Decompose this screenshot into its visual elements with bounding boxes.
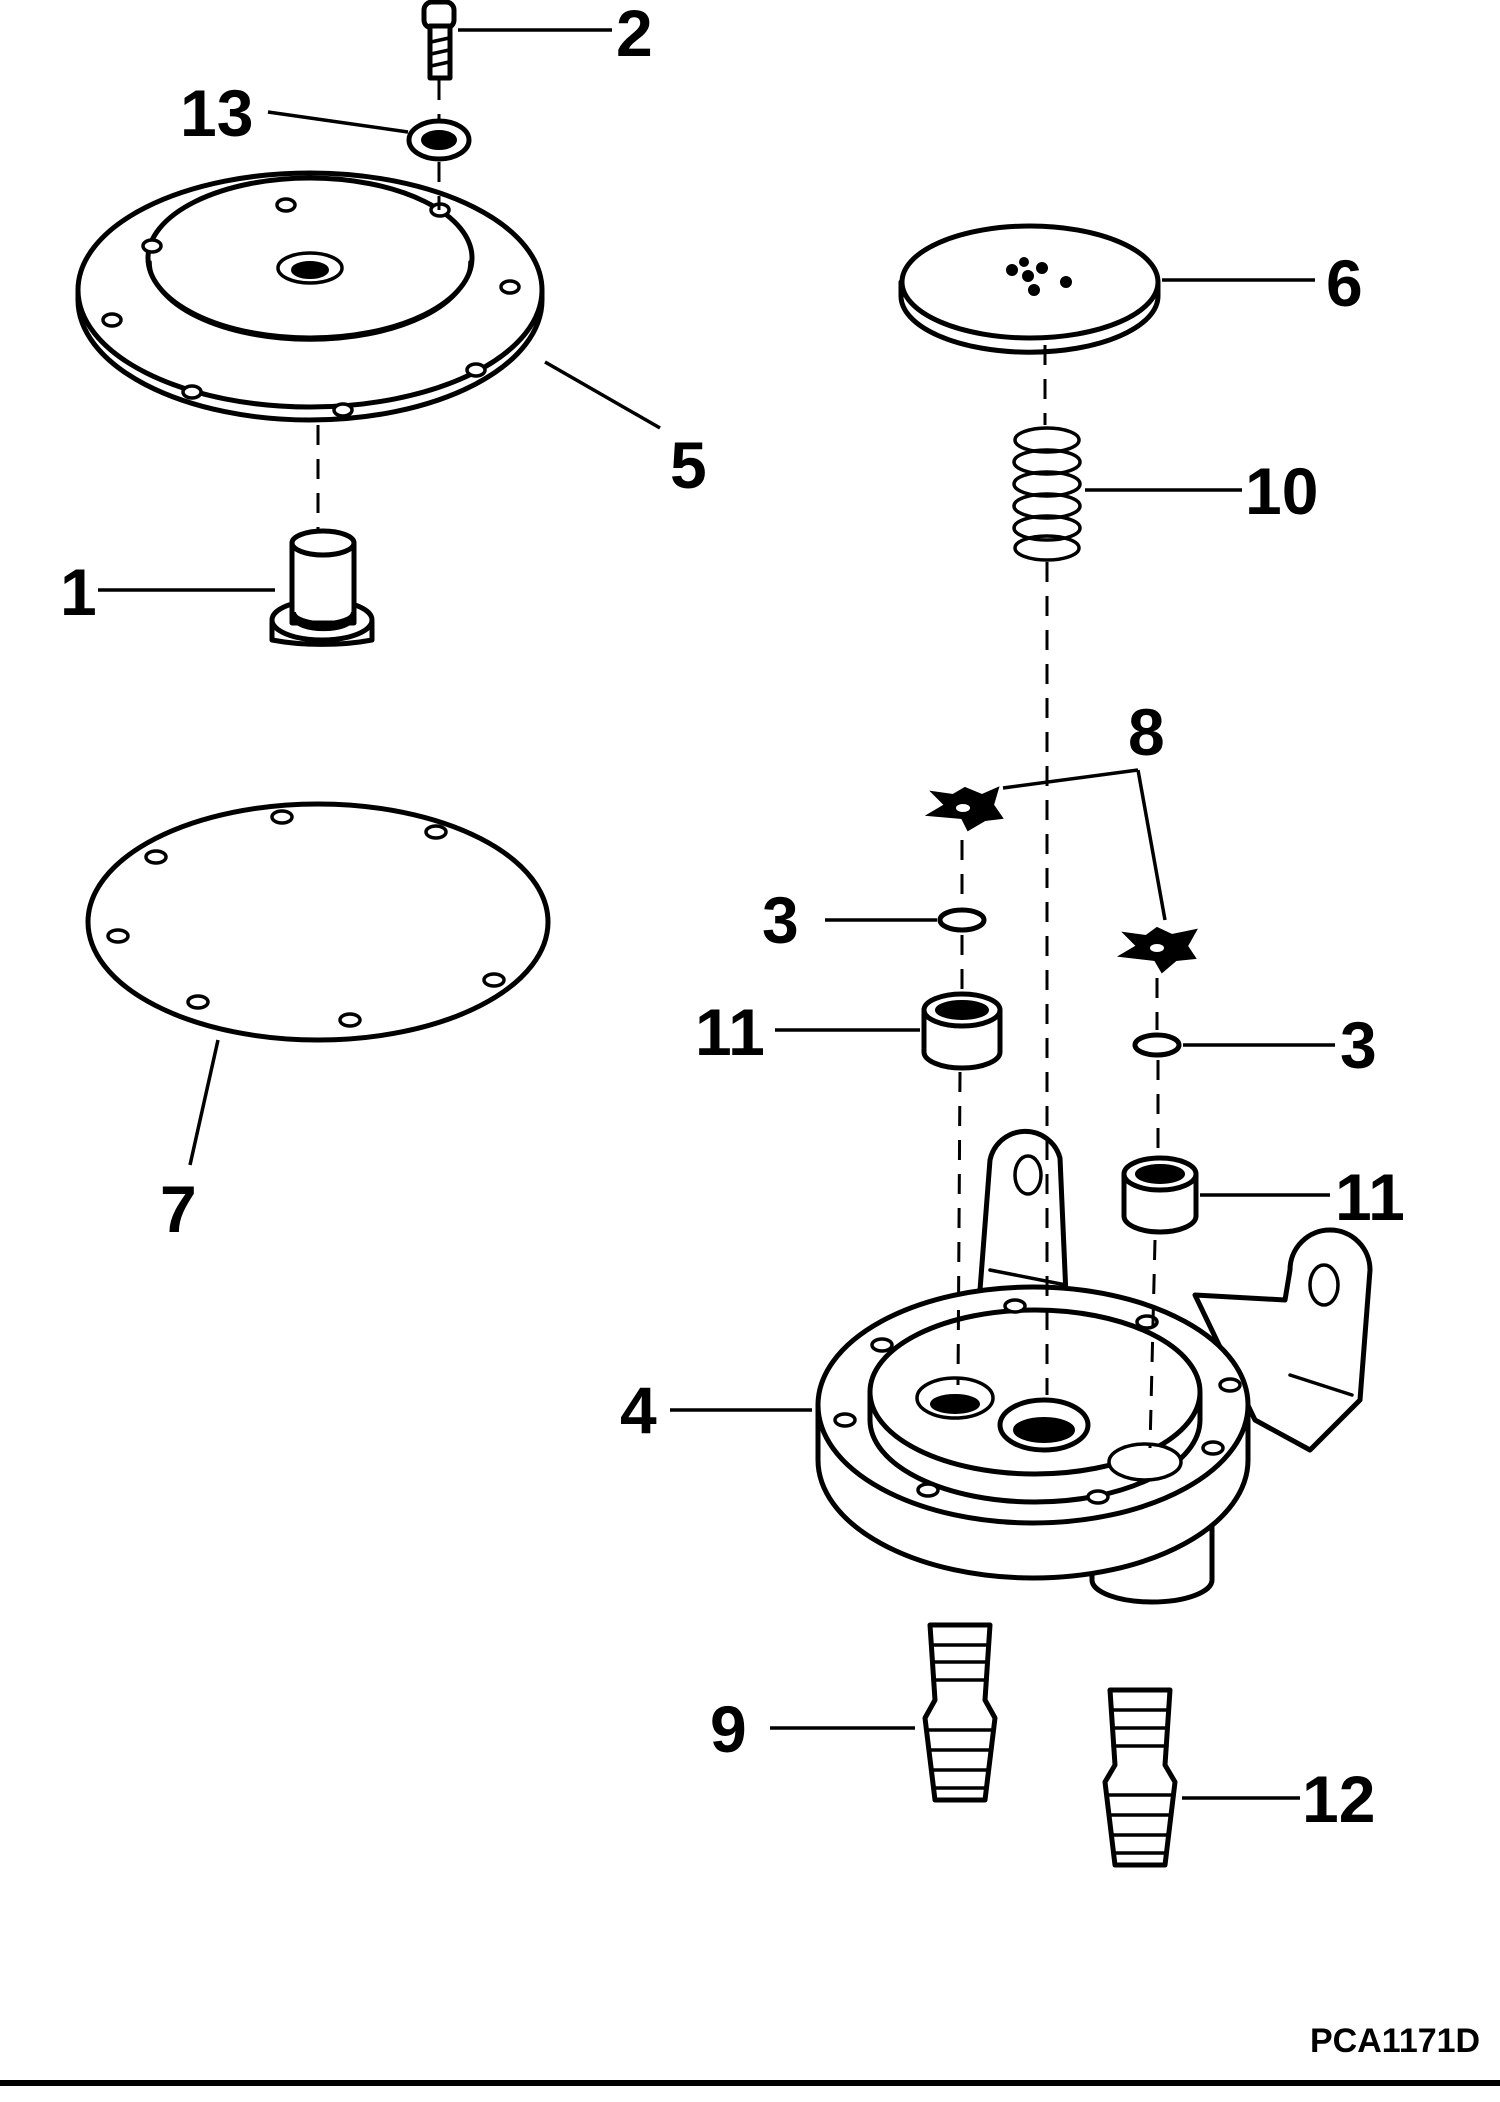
part-3-o-ring-left [937,907,987,933]
part-11-valve-body-right [1121,1155,1199,1235]
part-4-pump-body [815,1128,1373,1605]
callout-9: 9 [710,1692,747,1766]
part-1-plug [269,528,375,647]
callout-10: 10 [1245,454,1318,528]
part-5-cover-plate [75,170,545,423]
callout-5: 5 [670,428,707,502]
leader-lines [98,28,1335,1800]
callout-8: 8 [1128,695,1165,769]
callout-11-left: 11 [695,995,765,1069]
part-7-gasket [85,801,551,1043]
callout-4: 4 [620,1373,657,1447]
callout-3-left: 3 [762,883,799,957]
callout-1: 1 [60,555,97,629]
callout-labels: 2 13 6 5 10 1 8 3 11 3 7 11 4 9 12 [60,0,1405,1836]
part-11-valve-body-left [921,991,1003,1071]
part-6-valve-disc [898,223,1161,355]
part-3-o-ring-right [1132,1032,1182,1058]
part-8-check-valve-right [1116,926,1198,974]
part-2-screw [421,0,457,81]
callout-11-right: 11 [1335,1160,1405,1234]
part-10-spring [1012,426,1082,562]
part-12-hose-fitting [1102,1687,1178,1868]
callout-6: 6 [1326,246,1363,320]
callout-7: 7 [160,1172,197,1246]
callout-12: 12 [1302,1762,1375,1836]
part-8-check-valve-left [924,786,1004,832]
part-13-washer [406,118,472,162]
callout-2: 2 [616,0,653,70]
callout-3-right: 3 [1340,1008,1377,1082]
callout-13: 13 [180,76,253,150]
assembly-axes [316,80,1160,1449]
part-9-hose-fitting [922,1622,998,1803]
figure-code: PCA1171D [1310,2022,1480,2060]
bottom-rule [0,2080,1500,2086]
